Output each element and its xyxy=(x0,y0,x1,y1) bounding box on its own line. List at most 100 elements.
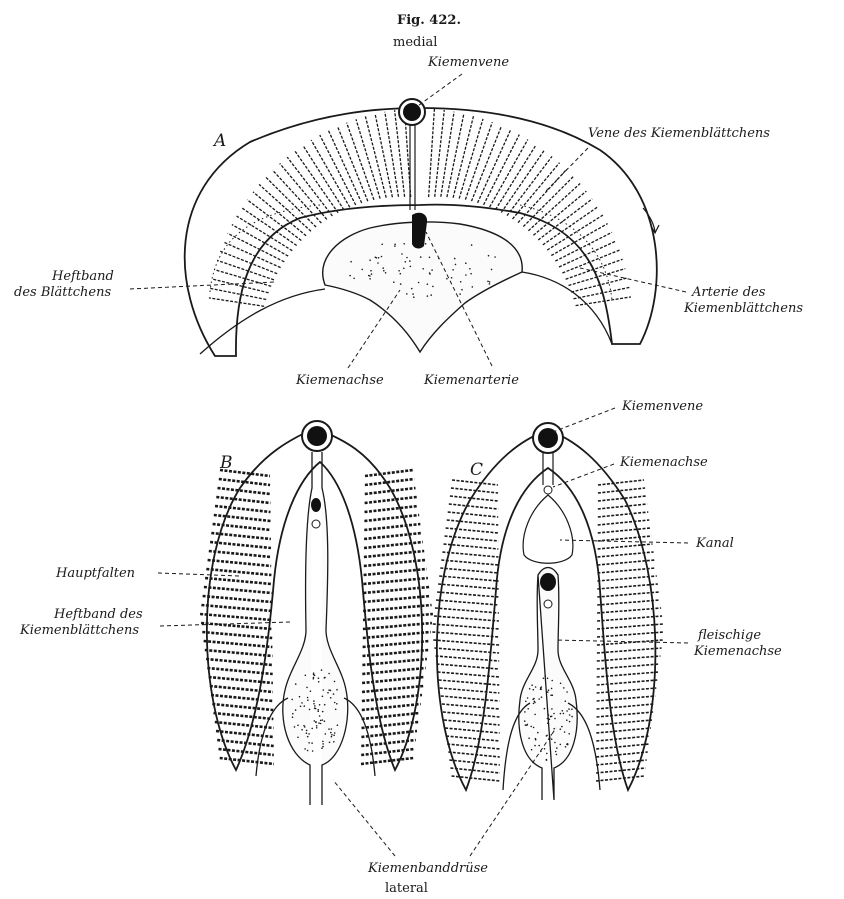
stipple-dot xyxy=(311,728,313,730)
hauptfalte xyxy=(209,551,271,557)
stipple-dot xyxy=(471,244,473,246)
stipple-dot xyxy=(383,270,385,272)
stipple-dot xyxy=(531,684,533,686)
panel-c-kanal xyxy=(523,495,573,563)
orientation-lateral: lateral xyxy=(385,881,428,896)
stipple-dot xyxy=(571,716,573,718)
stipple-dot xyxy=(291,699,293,701)
stipple-dot xyxy=(452,269,454,271)
hauptfalte xyxy=(361,758,413,764)
lamella-fold xyxy=(596,776,645,781)
hauptfalte xyxy=(362,722,419,728)
stipple-dot xyxy=(525,724,527,726)
lamella-fold xyxy=(598,520,650,525)
lamella-fold xyxy=(490,140,528,208)
lamella-fold xyxy=(436,600,499,605)
lamella-fold xyxy=(547,215,603,250)
labels: Kiemenvene Vene des Kiemenblättchens Hef… xyxy=(14,55,803,896)
stipple-dot xyxy=(295,683,297,685)
lamella-fold xyxy=(597,648,662,653)
stipple-dot xyxy=(569,721,571,723)
stipple-dot xyxy=(324,720,326,722)
stipple-dot xyxy=(321,747,323,749)
stipple-dot xyxy=(544,708,546,710)
hauptfalte xyxy=(208,560,272,566)
stipple-dot xyxy=(527,724,529,726)
stipple-dot xyxy=(524,720,526,722)
stipple-dot xyxy=(425,243,427,245)
lamella-fold xyxy=(303,145,344,210)
stipple-dot xyxy=(394,245,396,247)
panel-c-letter: C xyxy=(470,460,483,480)
stipple-dot xyxy=(317,711,319,713)
stipple-dot xyxy=(529,688,531,690)
stipple-dot xyxy=(324,704,326,706)
stipple-dot xyxy=(313,703,315,705)
lamella-fold xyxy=(320,135,356,205)
stipple-dot xyxy=(533,689,535,691)
lamella-fold xyxy=(597,624,663,629)
label-a-heftband-line2: des Blättchens xyxy=(14,285,111,300)
panel-b-hauptfalten xyxy=(200,470,433,764)
label-a-vene: Vene des Kiemenblättchens xyxy=(588,126,770,141)
lamella-fold xyxy=(441,560,498,565)
stipple-dot xyxy=(314,705,316,707)
lamella-fold xyxy=(434,616,499,621)
stipple-dot xyxy=(314,720,316,722)
stipple-dot xyxy=(313,678,315,680)
hauptfalte xyxy=(365,479,414,485)
panel-c-axis-node xyxy=(544,486,552,494)
panel-a-letter: A xyxy=(212,131,226,151)
panel-c-small-vessel xyxy=(544,600,552,608)
stipple-dot xyxy=(331,736,333,738)
lamella-fold xyxy=(596,720,652,725)
lamella-fold xyxy=(597,632,664,637)
lamella-fold xyxy=(445,728,500,733)
stipple-dot xyxy=(461,289,463,291)
stipple-dot xyxy=(546,735,548,737)
stipple-dot xyxy=(306,687,308,689)
lamella-fold xyxy=(598,504,647,509)
stipple-dot xyxy=(307,697,309,699)
lamella-fold xyxy=(237,216,293,251)
stipple-dot xyxy=(446,278,448,280)
orientation-medial: medial xyxy=(393,35,437,50)
lamella-fold xyxy=(597,608,661,613)
stipple-dot xyxy=(472,286,474,288)
stipple-dot xyxy=(322,696,324,698)
stipple-dot xyxy=(565,746,567,748)
stipple-dot xyxy=(547,718,549,720)
hauptfalte xyxy=(204,641,273,647)
stipple-dot xyxy=(318,722,320,724)
stipple-dot xyxy=(333,735,335,737)
hauptfalte xyxy=(216,497,270,503)
stipple-dot xyxy=(306,730,308,732)
stipple-dot xyxy=(451,277,453,279)
lamella-fold xyxy=(501,150,544,212)
hauptfalte xyxy=(362,659,427,665)
label-c-fleischige-line1: fleischige xyxy=(697,628,761,643)
stipple-dot xyxy=(534,714,536,716)
stipple-dot xyxy=(320,720,322,722)
hauptfalte xyxy=(362,704,421,710)
lamella-fold xyxy=(444,720,500,725)
stipple-dot xyxy=(560,713,562,715)
stipple-dot xyxy=(562,710,564,712)
stipple-dot xyxy=(327,692,329,694)
stipple-dot xyxy=(297,737,299,739)
stipple-dot xyxy=(555,751,557,753)
stipple-dot xyxy=(320,723,322,725)
stipple-dot xyxy=(411,288,413,290)
lamella-fold xyxy=(395,110,405,197)
stipple-dot xyxy=(307,736,309,738)
stipple-dot xyxy=(371,273,373,275)
stipple-dot xyxy=(418,282,420,284)
panel-a-kiemenvene-lumen xyxy=(403,103,421,121)
stipple-dot xyxy=(538,698,540,700)
lamella-fold xyxy=(523,176,573,226)
lamella-fold xyxy=(598,536,652,541)
stipple-dot xyxy=(528,737,530,739)
leader-druese-c xyxy=(470,728,556,856)
lamella-fold xyxy=(597,656,661,661)
